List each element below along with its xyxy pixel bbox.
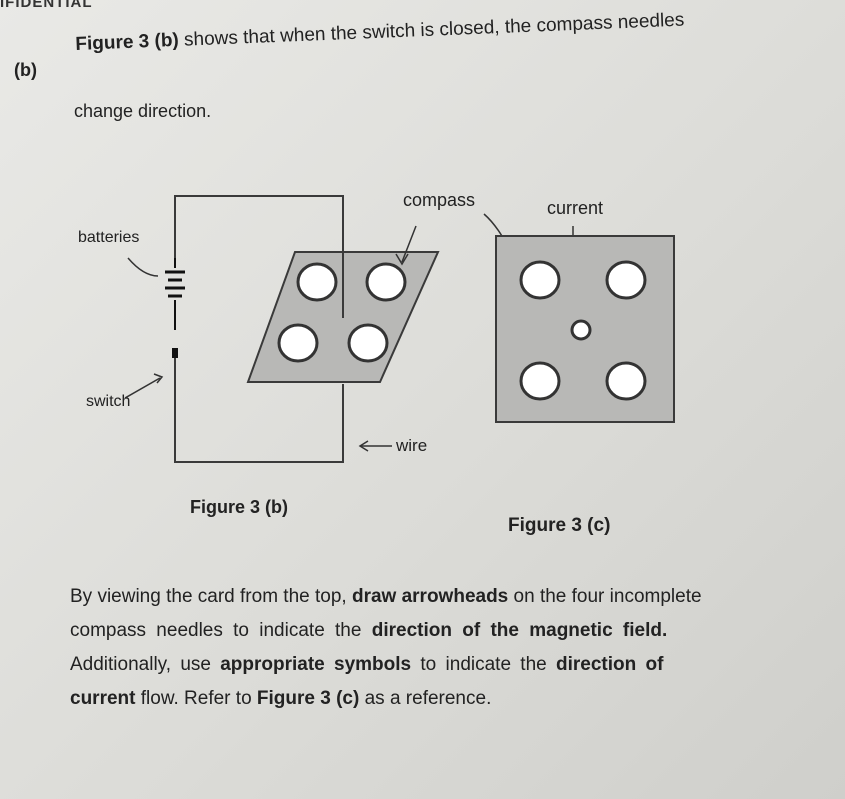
text: flow. Refer to bbox=[135, 688, 257, 709]
confidential-header: IFIDENTIAL bbox=[0, 0, 93, 11]
question-label: (b) bbox=[14, 60, 37, 80]
figure-3b-caption: Figure 3 (b) bbox=[190, 497, 288, 517]
label-batteries: batteries bbox=[78, 229, 140, 246]
text-bold: draw arrowheads bbox=[351, 586, 509, 607]
battery-symbol bbox=[165, 258, 185, 330]
text-bold: Figure 3 (c) bbox=[256, 688, 360, 709]
label-current: current bbox=[547, 198, 604, 218]
compass-needle-b bbox=[277, 262, 407, 363]
compass-needle-c bbox=[519, 260, 647, 401]
text: compass needles to indicate the bbox=[70, 620, 372, 641]
text: Additionally, use bbox=[70, 654, 221, 675]
figure-3c-caption: Figure 3 (c) bbox=[508, 515, 611, 536]
text-bold: direction of the magnetic field. bbox=[371, 620, 668, 641]
instruction-line-4: current flow. Refer to Figure 3 (c) as a… bbox=[70, 688, 491, 710]
current-wire-dot bbox=[570, 319, 592, 341]
instruction-line-1: By viewing the card from the top, draw a… bbox=[70, 586, 702, 608]
instruction-line-2: compass needles to indicate the directio… bbox=[70, 620, 667, 642]
text: on the four incomplete bbox=[508, 586, 702, 607]
text: as a reference. bbox=[359, 688, 492, 709]
label-compass: compass bbox=[403, 190, 476, 210]
question-line-2: change direction. bbox=[74, 101, 212, 121]
text: to indicate the bbox=[411, 654, 556, 675]
label-wire: wire bbox=[396, 436, 428, 455]
text: By viewing the card from the top, bbox=[70, 586, 352, 607]
switch-symbol bbox=[172, 348, 178, 358]
text-bold: current bbox=[70, 688, 136, 709]
label-switch: switch bbox=[86, 393, 131, 410]
text-bold: direction of bbox=[556, 654, 664, 675]
text-bold: appropriate symbols bbox=[220, 654, 412, 675]
instruction-line-3: Additionally, use appropriate symbols to… bbox=[70, 654, 663, 676]
